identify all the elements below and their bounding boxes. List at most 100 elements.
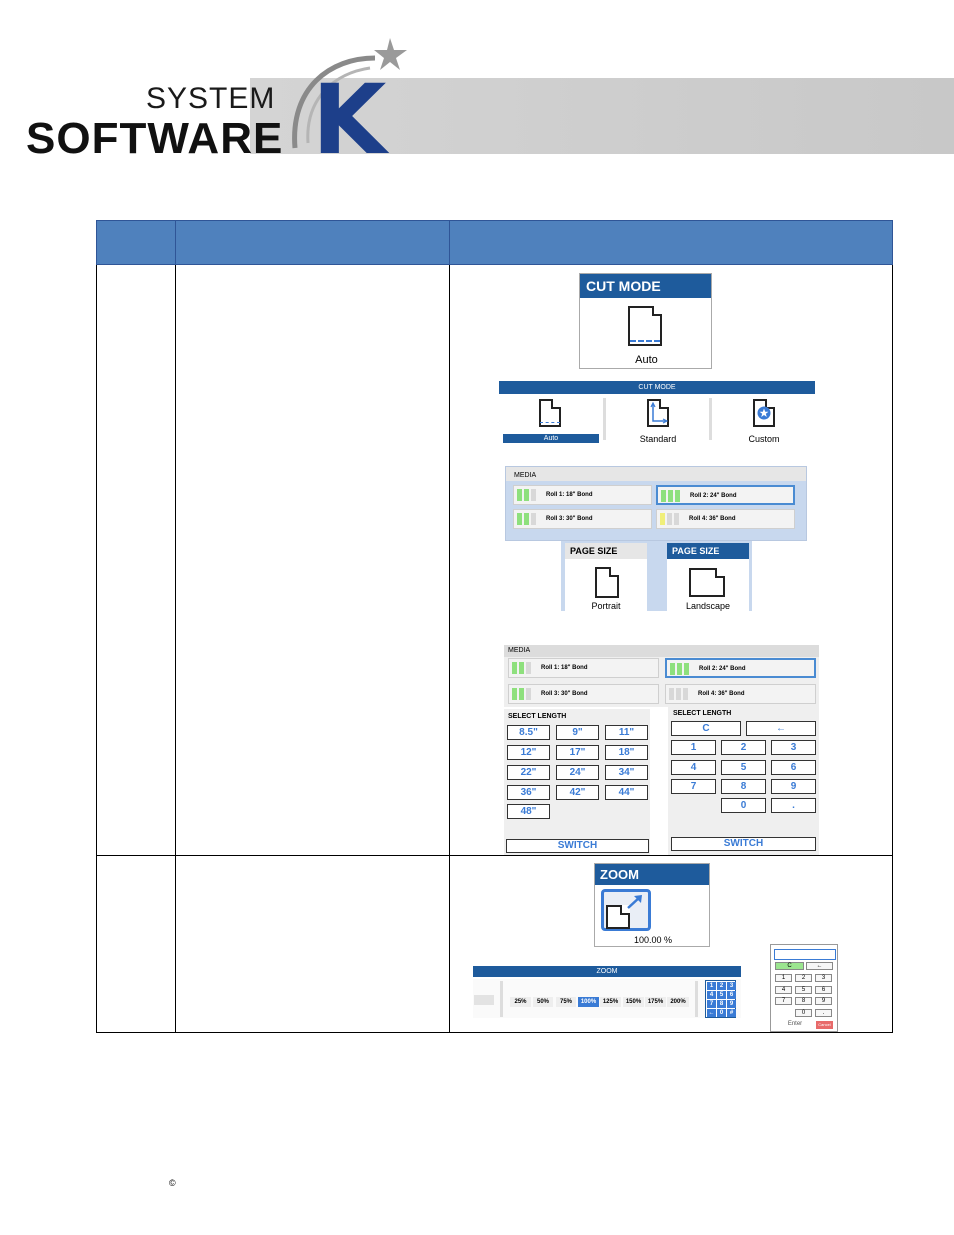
zoom-125[interactable]: 125% xyxy=(600,997,621,1007)
numpad-icon-key: ← xyxy=(707,1009,716,1017)
landscape-page-icon xyxy=(689,568,725,597)
popup-key-dot[interactable]: . xyxy=(815,1009,832,1017)
keypad-5[interactable]: 5 xyxy=(721,760,766,775)
media-a-header xyxy=(506,467,806,481)
zoom-page-icon xyxy=(606,905,630,929)
zoom-bar-title: ZOOM xyxy=(473,966,741,977)
header-cell-3 xyxy=(449,220,893,265)
length-preset-17[interactable]: 17" xyxy=(556,745,599,760)
popup-key-1[interactable]: 1 xyxy=(775,974,792,982)
document-icon xyxy=(628,306,662,346)
cut-mode-bar-title: CUT MODE xyxy=(499,381,815,394)
media-b-roll-2[interactable]: Roll 2: 24" Bond xyxy=(665,658,816,678)
corner-arrows-icon xyxy=(650,402,668,424)
zoom-arrow-icon xyxy=(627,895,642,909)
switch-button-presets[interactable]: SWITCH xyxy=(506,839,649,853)
roll-level-icon xyxy=(660,513,686,525)
cut-option-custom[interactable]: Custom xyxy=(716,396,812,444)
table-header-row xyxy=(96,220,893,265)
media-a-roll-1[interactable]: Roll 1: 18" Bond xyxy=(513,485,652,505)
row1-cell-2 xyxy=(175,264,450,856)
length-preset-44[interactable]: 44" xyxy=(605,785,648,800)
popup-key-3[interactable]: 3 xyxy=(815,974,832,982)
keypad-7[interactable]: 7 xyxy=(671,779,716,794)
popup-key-2[interactable]: 2 xyxy=(795,974,812,982)
cut-mode-tile[interactable]: CUT MODE Auto xyxy=(579,273,712,369)
popup-enter-button[interactable]: Enter xyxy=(787,1021,803,1027)
keypad-2[interactable]: 2 xyxy=(721,740,766,755)
popup-key-7[interactable]: 7 xyxy=(775,997,792,1005)
media-b-roll-3[interactable]: Roll 3: 30" Bond xyxy=(508,684,659,704)
zoom-100[interactable]: 100% xyxy=(578,997,599,1007)
zoom-175[interactable]: 175% xyxy=(645,997,666,1007)
popup-key-0[interactable]: 0 xyxy=(795,1009,812,1017)
keypad-6[interactable]: 6 xyxy=(771,760,816,775)
zoom-200[interactable]: 200% xyxy=(667,997,689,1007)
page-size-landscape-tile[interactable]: PAGE SIZE Landscape xyxy=(667,543,749,611)
numpad-icon-key: 6 xyxy=(727,991,736,999)
popup-key-5[interactable]: 5 xyxy=(795,986,812,994)
numpad-icon-key: 3 xyxy=(727,982,736,990)
numpad-icon-key: # xyxy=(727,1009,736,1017)
length-preset-11[interactable]: 11" xyxy=(605,725,648,740)
zoom-150[interactable]: 150% xyxy=(623,997,644,1007)
length-preset-36[interactable]: 36" xyxy=(507,785,550,800)
cut-option-custom-label: Custom xyxy=(748,434,780,444)
zoom-25[interactable]: 25% xyxy=(510,997,531,1007)
roll-label: Roll 4: 36" Bond xyxy=(689,516,736,522)
length-preset-42[interactable]: 42" xyxy=(556,785,599,800)
length-preset-24[interactable]: 24" xyxy=(556,765,599,780)
cut-option-standard[interactable]: Standard xyxy=(610,396,706,444)
zoom-keypad-input[interactable] xyxy=(774,949,836,960)
roll-level-icon xyxy=(512,688,538,700)
zoom-75[interactable]: 75% xyxy=(556,997,576,1007)
keypad-3[interactable]: 3 xyxy=(771,740,816,755)
length-preset-48[interactable]: 48" xyxy=(507,804,550,819)
media-a-roll-3[interactable]: Roll 3: 30" Bond xyxy=(513,509,652,529)
page-size-portrait-label: Portrait xyxy=(591,601,621,611)
page-size-landscape-label: Landscape xyxy=(685,601,731,611)
popup-key-4[interactable]: 4 xyxy=(775,986,792,994)
media-b-roll-1[interactable]: Roll 1: 18" Bond xyxy=(508,658,659,678)
zoom-tile[interactable]: ZOOM 100.00 % xyxy=(594,863,710,947)
keypad-dot[interactable]: . xyxy=(771,798,816,813)
length-preset-18[interactable]: 18" xyxy=(605,745,648,760)
roll-label: Roll 2: 24" Bond xyxy=(699,666,746,672)
keypad-4[interactable]: 4 xyxy=(671,760,716,775)
zoom-value: 100.00 % xyxy=(633,935,673,945)
keypad-1[interactable]: 1 xyxy=(671,740,716,755)
popup-key-8[interactable]: 8 xyxy=(795,997,812,1005)
keypad-9[interactable]: 9 xyxy=(771,779,816,794)
media-b-header xyxy=(504,645,819,657)
length-preset-22[interactable]: 22" xyxy=(507,765,550,780)
length-preset-9[interactable]: 9" xyxy=(556,725,599,740)
popup-cancel-button[interactable]: Cancel xyxy=(816,1021,833,1029)
media-a-roll-2[interactable]: Roll 2: 24" Bond xyxy=(656,485,795,505)
numpad-icon-key: 1 xyxy=(707,982,716,990)
page-size-portrait-tile[interactable]: PAGE SIZE Portrait xyxy=(565,543,647,611)
divider xyxy=(500,981,503,1017)
keypad-8[interactable]: 8 xyxy=(721,779,766,794)
keypad-clear[interactable]: C xyxy=(671,721,741,736)
length-preset-12[interactable]: 12" xyxy=(507,745,550,760)
popup-key-6[interactable]: 6 xyxy=(815,986,832,994)
logo-software-text: SOFTWARE xyxy=(26,114,284,163)
popup-key-backspace[interactable]: ← xyxy=(806,962,833,970)
media-a-roll-4[interactable]: Roll 4: 36" Bond xyxy=(656,509,795,529)
row1-cell-1 xyxy=(96,264,176,856)
roll-level-icon xyxy=(670,663,696,675)
popup-key-9[interactable]: 9 xyxy=(815,997,832,1005)
media-b-roll-4[interactable]: Roll 4: 36" Bond xyxy=(665,684,816,704)
cut-option-auto[interactable]: Auto xyxy=(503,396,599,443)
keypad-0[interactable]: 0 xyxy=(721,798,766,813)
roll-label: Roll 1: 18" Bond xyxy=(546,492,593,498)
roll-level-icon xyxy=(661,490,687,502)
roll-label: Roll 3: 30" Bond xyxy=(541,691,588,697)
keypad-backspace[interactable]: ← xyxy=(746,721,816,736)
length-preset-8-5[interactable]: 8.5" xyxy=(507,725,550,740)
length-preset-34[interactable]: 34" xyxy=(605,765,648,780)
zoom-50[interactable]: 50% xyxy=(533,997,553,1007)
switch-button-keypad[interactable]: SWITCH xyxy=(671,837,816,851)
popup-key-clear[interactable]: C xyxy=(775,962,804,970)
